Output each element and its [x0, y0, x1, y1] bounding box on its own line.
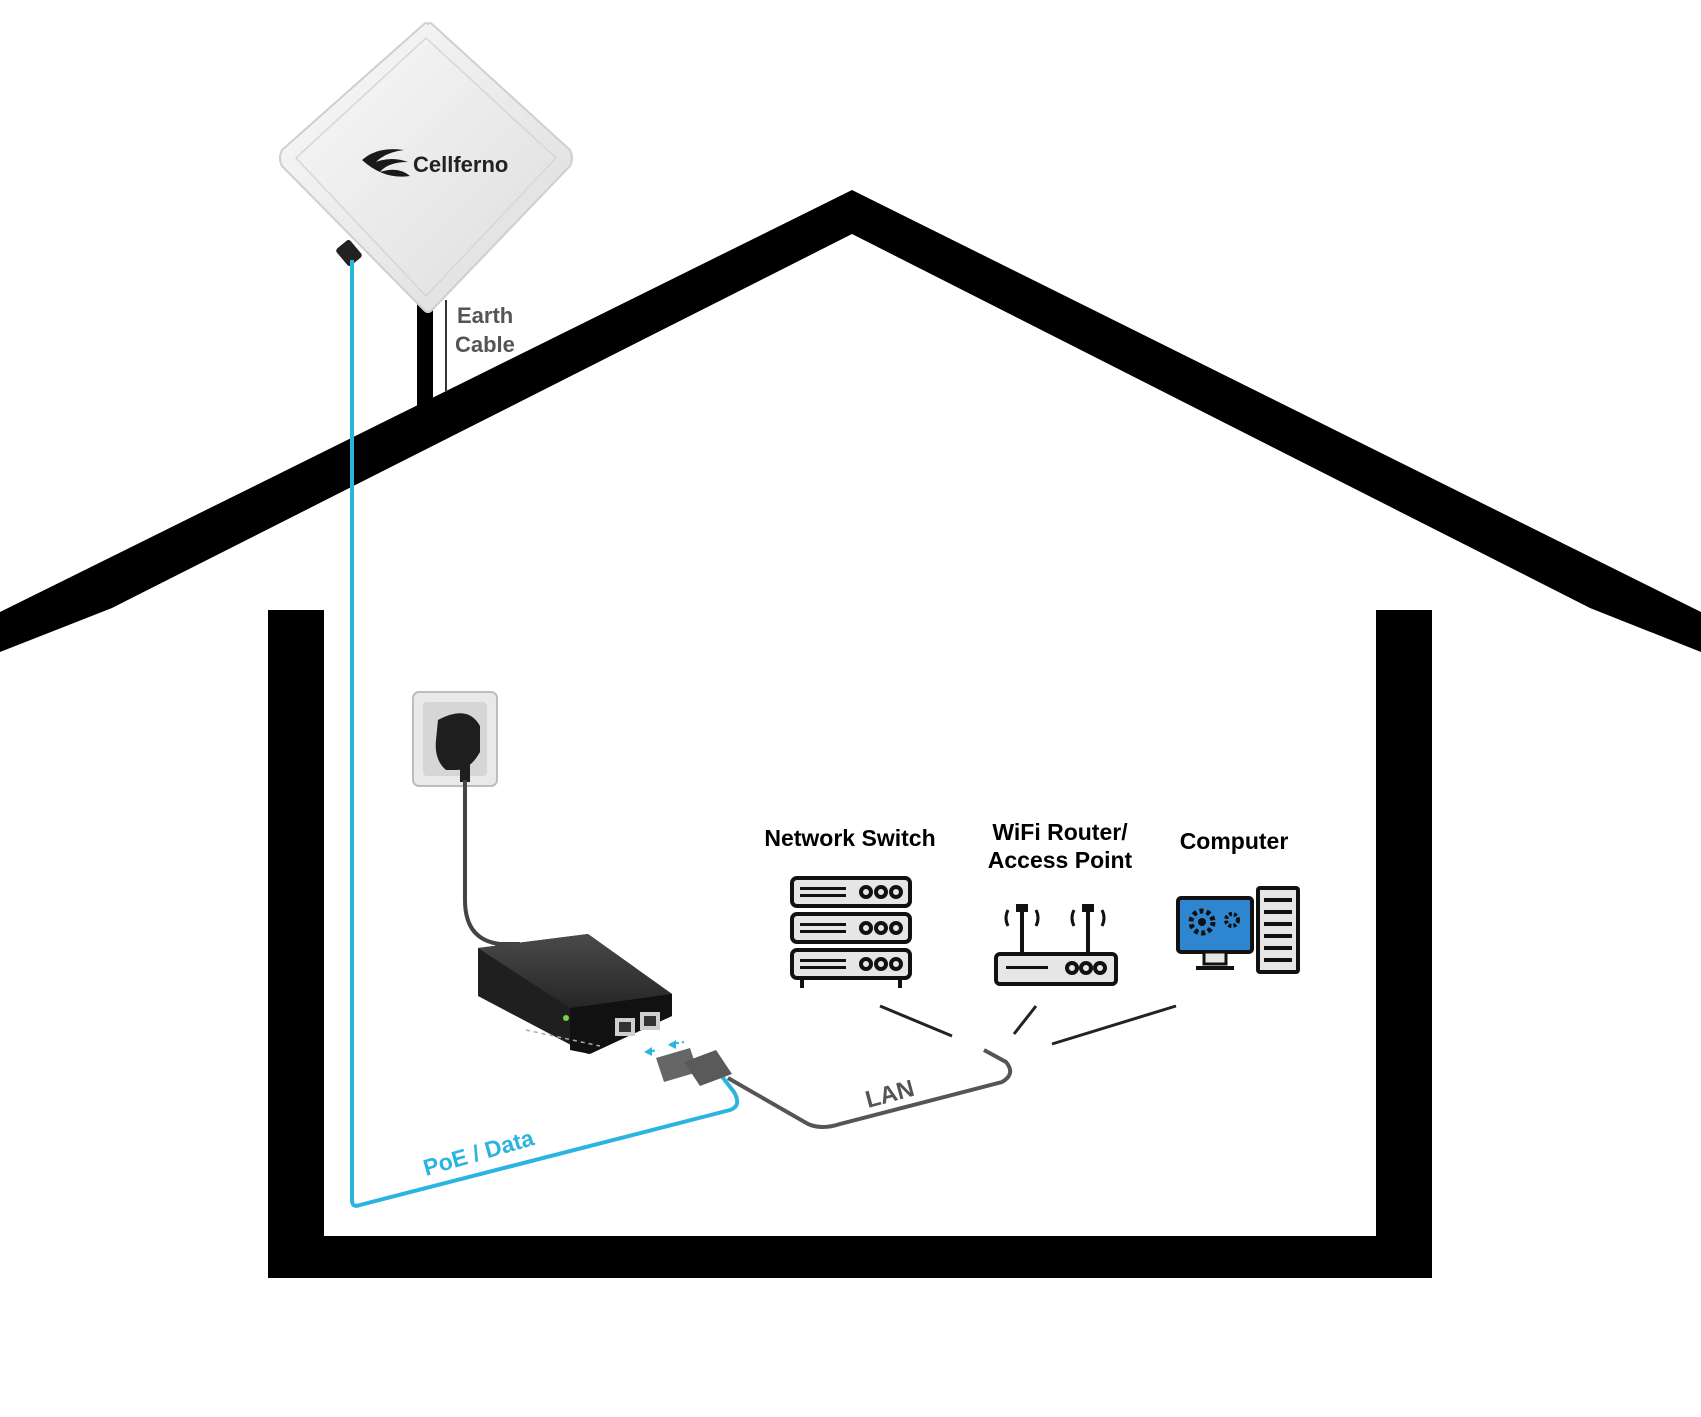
wifi-router-icon	[994, 904, 1118, 986]
roof	[0, 190, 1701, 652]
rj45-plugs	[656, 1048, 732, 1086]
antenna-icon: Cellferno	[279, 22, 573, 313]
house-outline	[0, 190, 1701, 1278]
power-outlet-icon	[412, 691, 498, 787]
power-cable	[463, 780, 520, 946]
switch-link-line	[879, 1004, 953, 1038]
connection-arrows	[644, 1040, 685, 1056]
network-switch-label: Network Switch	[764, 825, 935, 851]
poe-injector-icon	[478, 934, 672, 1054]
network-switch-icon	[790, 876, 912, 988]
antenna-logo: Cellferno	[362, 149, 508, 177]
computer-label: Computer	[1180, 828, 1289, 854]
lan-cable	[727, 1048, 1013, 1129]
router-link-line	[1012, 1005, 1038, 1035]
poe-data-label: PoE / Data	[420, 1124, 537, 1180]
computer-link-line	[1051, 1004, 1177, 1046]
router-label-line2: Access Point	[988, 847, 1133, 873]
gear-icon	[1188, 908, 1216, 936]
antenna-brand: Cellferno	[413, 152, 508, 177]
antenna-mast	[417, 296, 433, 408]
computer-icon	[1176, 886, 1300, 974]
earth-cable-label-line1: Earth	[457, 303, 513, 328]
router-label-line1: WiFi Router/	[992, 819, 1128, 845]
earth-cable-label-line2: Cable	[455, 332, 515, 357]
antenna-connector	[336, 240, 362, 266]
